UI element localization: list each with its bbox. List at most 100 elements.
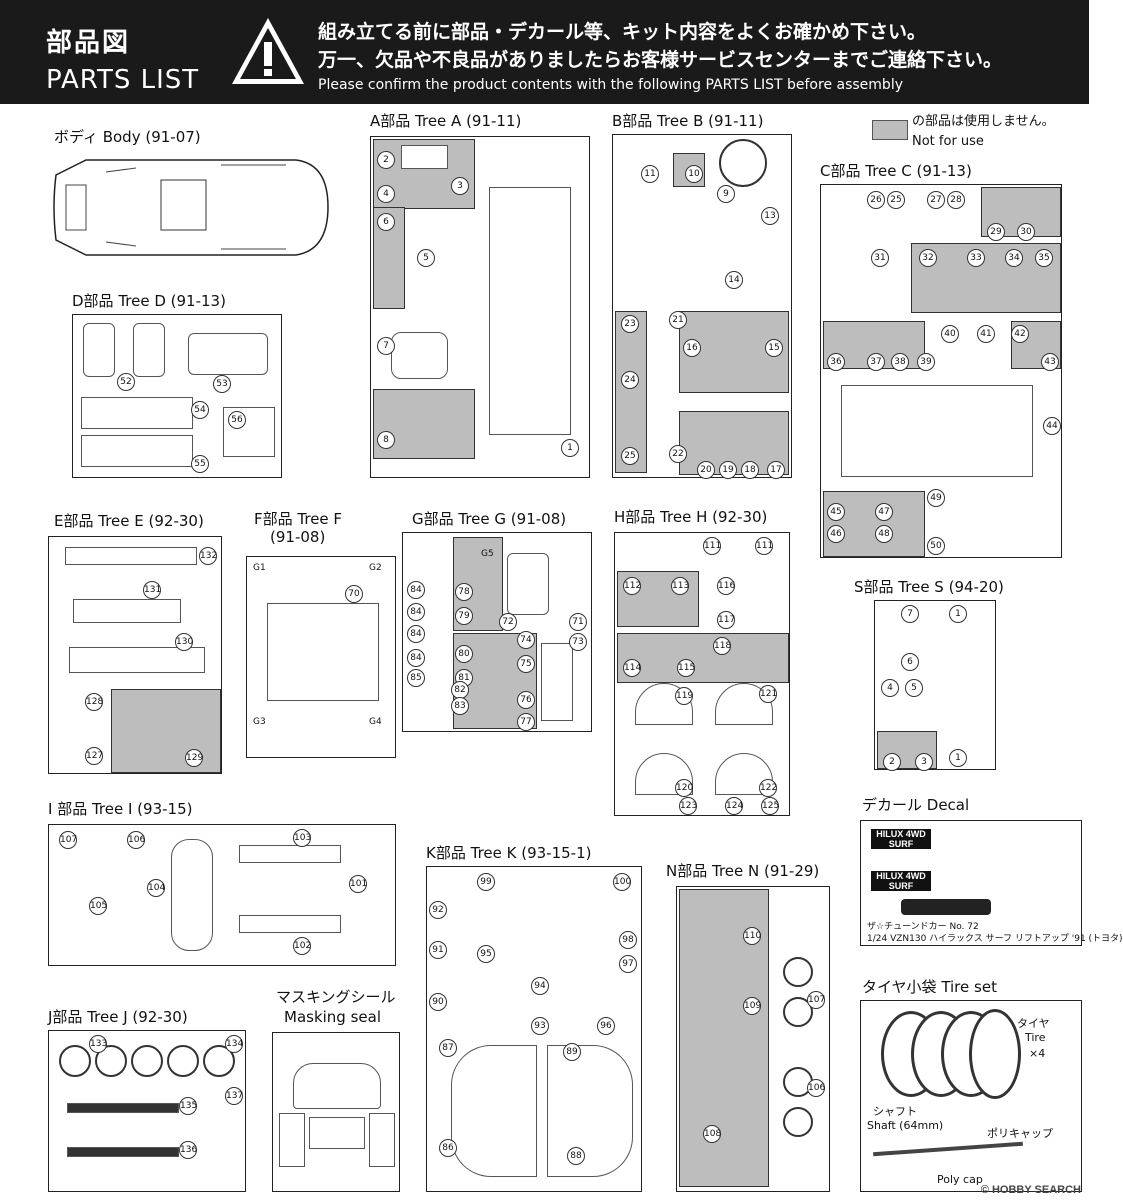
part-number: 9 (717, 185, 735, 203)
part-number: 106 (127, 831, 145, 849)
watermark: © HOBBY SEARCH (980, 1184, 1081, 1196)
part-number: 6 (901, 653, 919, 671)
part-number: 49 (927, 489, 945, 507)
part-floor (841, 385, 1033, 477)
part-number: 84 (407, 581, 425, 599)
part (401, 145, 448, 169)
page-title: 部品図 PARTS LIST (46, 22, 199, 95)
legend-line1: の部品は使用しません。 (912, 114, 1055, 129)
part-number: 70 (345, 585, 363, 603)
decal-line1: ザ☆チューンドカー No. 72 (867, 922, 979, 932)
tree-d-label: D部品 Tree D (91-13) (72, 292, 226, 310)
part-number: 36 (827, 353, 845, 371)
part-bumper (69, 647, 205, 673)
part-number: 127 (85, 747, 103, 765)
part-number: 3 (451, 177, 469, 195)
body-drawing (53, 159, 329, 256)
part-number: 72 (499, 613, 517, 631)
part-number: 7 (901, 605, 919, 623)
part-number: 38 (891, 353, 909, 371)
shaded-area (373, 389, 475, 459)
part-number: 74 (517, 631, 535, 649)
header-bar: 部品図 PARTS LIST 組み立てる前に部品・デカール等、キット内容をよくお… (0, 0, 1089, 104)
part-number: 56 (228, 411, 246, 429)
decal-gauge (901, 899, 991, 915)
tree-h-label: H部品 Tree H (92-30) (614, 508, 768, 526)
part-number: 86 (439, 1139, 457, 1157)
shaft-jp: シャフト (873, 1105, 917, 1118)
part-number: 1 (949, 749, 967, 767)
gate-label: G1 (253, 563, 266, 573)
tire-qty: ×4 (1029, 1047, 1046, 1060)
tree-i-label: I 部品 Tree I (93-15) (48, 800, 193, 818)
header-message: 組み立てる前に部品・デカール等、キット内容をよくお確かめ下さい。 万一、欠品や不… (318, 18, 1002, 93)
part-number: 25 (621, 447, 639, 465)
part-number: 29 (987, 223, 1005, 241)
part-number: 88 (567, 1147, 585, 1165)
part-number: 48 (875, 525, 893, 543)
part-number: 103 (293, 829, 311, 847)
part-number: 19 (719, 461, 737, 479)
part-number: 18 (741, 461, 759, 479)
part-number: 123 (679, 797, 697, 815)
part-number: 42 (1011, 325, 1029, 343)
mask-window (309, 1117, 365, 1149)
part-number: 34 (1005, 249, 1023, 267)
part-hub (783, 1107, 813, 1137)
mask-window (369, 1113, 395, 1167)
part-frame (171, 839, 213, 951)
part-number: 87 (439, 1039, 457, 1057)
part-number: 110 (743, 927, 761, 945)
decal-logo: HILUX 4WD SURF (871, 829, 931, 849)
part-wheel (167, 1045, 199, 1077)
msg-line1: 組み立てる前に部品・デカール等、キット内容をよくお確かめ下さい。 (318, 21, 927, 43)
part-number: 98 (619, 931, 637, 949)
part-number: 33 (967, 249, 985, 267)
part-number: 109 (743, 997, 761, 1015)
mask-window (279, 1113, 305, 1167)
legend-text: の部品は使用しません。 Not for use (912, 112, 1055, 152)
part-number: 1 (949, 605, 967, 623)
mask-label-jp: マスキングシール (276, 988, 396, 1006)
tire-en: Tire (1025, 1031, 1046, 1044)
part-number: 124 (725, 797, 743, 815)
part-number: 47 (875, 503, 893, 521)
part-number: 16 (683, 339, 701, 357)
decal-line2: 1/24 VZN130 ハイラックス サーフ リフトアップ '91 (トヨタ) (867, 934, 1123, 944)
decal-surf: SURF (888, 839, 914, 849)
part-number: 11 (641, 165, 659, 183)
part-number: 1 (561, 439, 579, 457)
part-number: 94 (531, 977, 549, 995)
part-roof (267, 603, 379, 701)
decal-logo: HILUX 4WD SURF (871, 871, 931, 891)
part-number: 35 (1035, 249, 1053, 267)
part-axle (239, 845, 341, 863)
part-wheel (131, 1045, 163, 1077)
part-number: 39 (917, 353, 935, 371)
part-number: 20 (697, 461, 715, 479)
part-spoiler (65, 547, 197, 565)
part-number: 37 (867, 353, 885, 371)
part-seat (83, 323, 115, 377)
decal-hilux: HILUX 4WD (876, 829, 926, 839)
tree-b-label: B部品 Tree B (91-11) (612, 112, 764, 130)
cap-jp: ポリキャップ (987, 1127, 1053, 1140)
part-number: 43 (1041, 353, 1059, 371)
shaft-en: Shaft (64mm) (867, 1119, 944, 1132)
tree-k-label: K部品 Tree K (93-15-1) (426, 844, 592, 862)
part-number: 50 (927, 537, 945, 555)
part-chassis (489, 187, 571, 435)
part-number: 136 (179, 1141, 197, 1159)
part-number: 111 (755, 537, 773, 555)
part-number: 107 (59, 831, 77, 849)
part-rear-seat (188, 333, 268, 375)
part-number: 41 (977, 325, 995, 343)
decal-hilux: HILUX 4WD (876, 871, 926, 881)
part-number: 4 (377, 185, 395, 203)
part-number: 55 (191, 455, 209, 473)
part-number: 91 (429, 941, 447, 959)
